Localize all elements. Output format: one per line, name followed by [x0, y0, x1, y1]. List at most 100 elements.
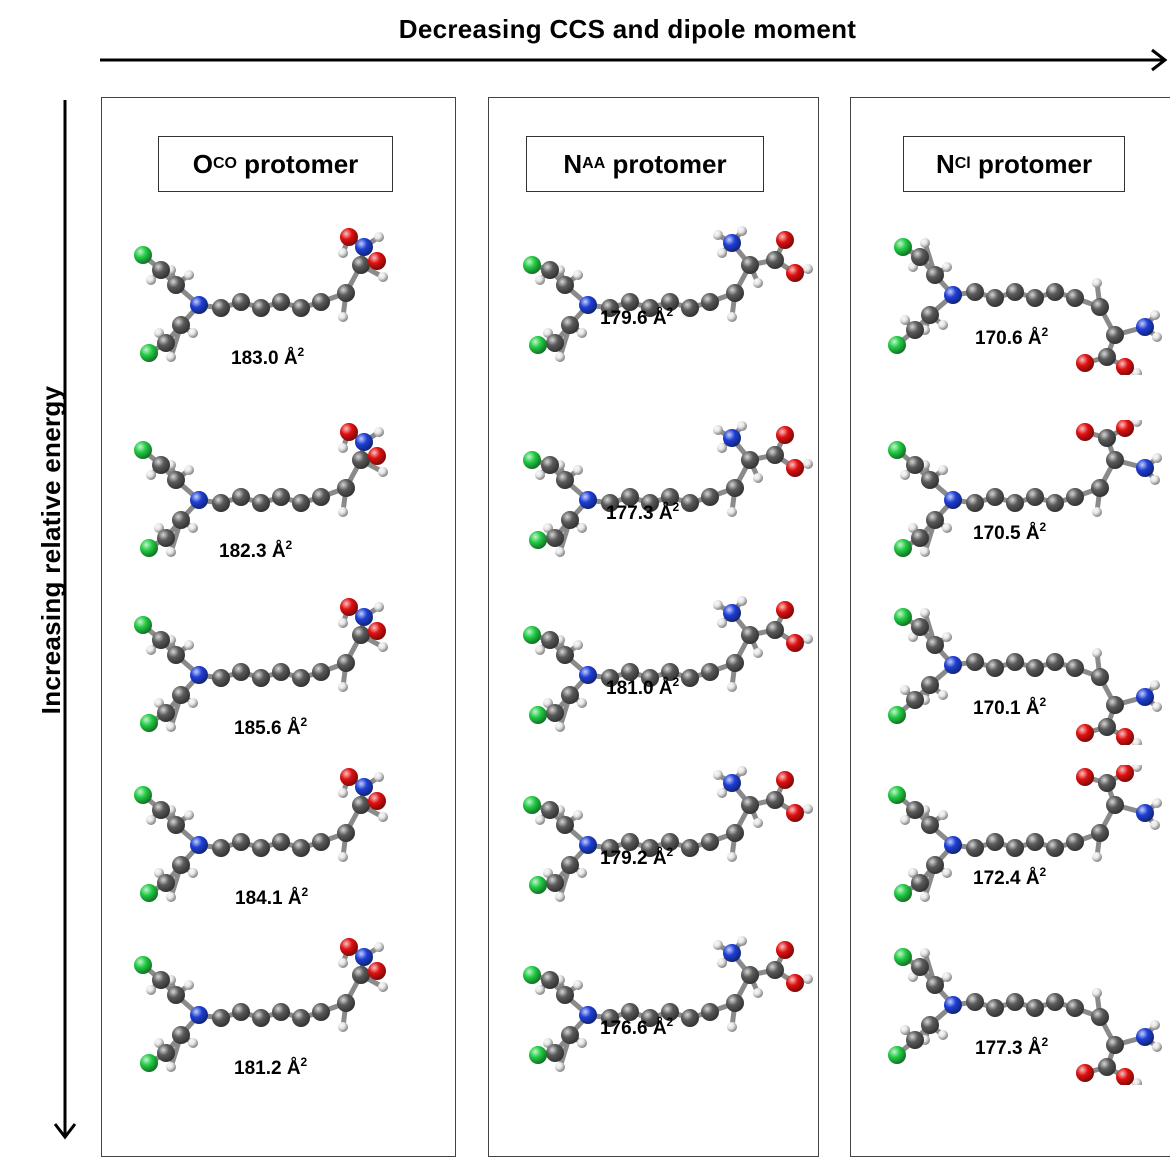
carbon-atom [232, 663, 250, 681]
hydrogen-atom [727, 682, 737, 692]
carbon-atom [312, 293, 330, 311]
carbon-atom [1106, 796, 1124, 814]
oxygen-atom [340, 768, 358, 786]
carbon-atom [157, 1044, 175, 1062]
carbon-atom [546, 704, 564, 722]
carbon-atom [926, 856, 944, 874]
hydrogen-atom [573, 810, 583, 820]
nitrogen-atom [1136, 318, 1154, 336]
hydrogen-atom [378, 467, 388, 477]
hydrogen-atom [374, 427, 384, 437]
carbon-atom [906, 801, 924, 819]
ccs-value: 185.6 Å [234, 718, 301, 739]
chlorine-atom [134, 616, 152, 634]
hydrogen-atom [1132, 368, 1142, 375]
carbon-atom [1091, 298, 1109, 316]
carbon-atom [561, 1026, 579, 1044]
ccs-value: 179.6 Å [600, 308, 667, 329]
carbon-atom [167, 471, 185, 489]
ccs-value-label: 184.1 Å2 [235, 885, 308, 910]
chlorine-atom [523, 626, 541, 644]
chlorine-atom [140, 714, 158, 732]
carbon-atom [1046, 993, 1064, 1011]
carbon-atom [921, 1016, 939, 1034]
hydrogen-atom [920, 892, 930, 902]
carbon-atom [1106, 326, 1124, 344]
ccs-value: 181.2 Å [234, 1058, 301, 1079]
nitrogen-atom [355, 948, 373, 966]
carbon-atom [561, 316, 579, 334]
carbon-atom [152, 456, 170, 474]
carbon-atom [292, 1009, 310, 1027]
carbon-atom [252, 494, 270, 512]
carbon-atom [337, 994, 355, 1012]
ccs-unit-exponent: 2 [285, 538, 293, 552]
carbon-atom [172, 316, 190, 334]
hydrogen-atom [727, 1022, 737, 1032]
carbon-atom [661, 293, 679, 311]
carbon-atom [252, 839, 270, 857]
oxygen-atom [776, 771, 794, 789]
nitrogen-atom [944, 491, 962, 509]
ccs-unit-exponent: 2 [301, 885, 309, 899]
carbon-atom [641, 494, 659, 512]
oxygen-atom [1076, 724, 1094, 742]
ccs-value: 181.0 Å [606, 678, 673, 699]
hydrogen-atom [713, 230, 723, 240]
carbon-atom [541, 801, 559, 819]
hydrogen-atom [900, 470, 910, 480]
carbon-atom [906, 456, 924, 474]
carbon-atom [661, 663, 679, 681]
hydrogen-atom [1092, 278, 1102, 288]
hydrogen-atom [737, 596, 747, 606]
hydrogen-atom [338, 507, 348, 517]
nitrogen-atom [579, 836, 597, 854]
oxygen-atom [776, 231, 794, 249]
oxygen-atom [786, 974, 804, 992]
hydrogen-atom [727, 852, 737, 862]
chlorine-atom [888, 706, 906, 724]
nitrogen-atom [723, 774, 741, 792]
ccs-value: 170.1 Å [973, 698, 1040, 719]
carbon-atom [1046, 494, 1064, 512]
carbon-atom [986, 833, 1004, 851]
carbon-atom [1091, 668, 1109, 686]
hydrogen-atom [555, 722, 565, 732]
carbon-atom [681, 839, 699, 857]
hydrogen-atom [900, 815, 910, 825]
carbon-atom [152, 261, 170, 279]
hydrogen-atom [938, 810, 948, 820]
carbon-atom [352, 451, 370, 469]
hydrogen-atom [1150, 820, 1160, 830]
ccs-value-label: 177.3 Å2 [606, 500, 679, 525]
ccs-value-label: 170.1 Å2 [973, 695, 1046, 720]
nitrogen-atom [723, 429, 741, 447]
carbon-atom [561, 511, 579, 529]
ccs-unit-exponent: 2 [300, 1055, 308, 1069]
carbon-atom [167, 276, 185, 294]
hydrogen-atom [555, 892, 565, 902]
molecule-structure [523, 421, 813, 557]
nitrogen-atom [944, 836, 962, 854]
carbon-atom [556, 816, 574, 834]
carbon-atom [681, 669, 699, 687]
carbon-atom [212, 1009, 230, 1027]
hydrogen-atom [942, 523, 952, 533]
molecule-structure [134, 938, 388, 1072]
carbon-atom [541, 631, 559, 649]
carbon-atom [701, 663, 719, 681]
nitrogen-atom [190, 836, 208, 854]
ccs-value: 177.3 Å [606, 503, 673, 524]
carbon-atom [157, 874, 175, 892]
hydrogen-atom [1132, 420, 1142, 427]
carbon-atom [232, 1003, 250, 1021]
hydrogen-atom [146, 985, 156, 995]
carbon-atom [1006, 993, 1024, 1011]
hydrogen-atom [378, 982, 388, 992]
hydrogen-atom [1152, 453, 1162, 463]
carbon-atom [906, 691, 924, 709]
carbon-atom [921, 676, 939, 694]
carbon-atom [741, 256, 759, 274]
ccs-unit-exponent: 2 [1039, 695, 1047, 709]
oxygen-atom [1076, 423, 1094, 441]
